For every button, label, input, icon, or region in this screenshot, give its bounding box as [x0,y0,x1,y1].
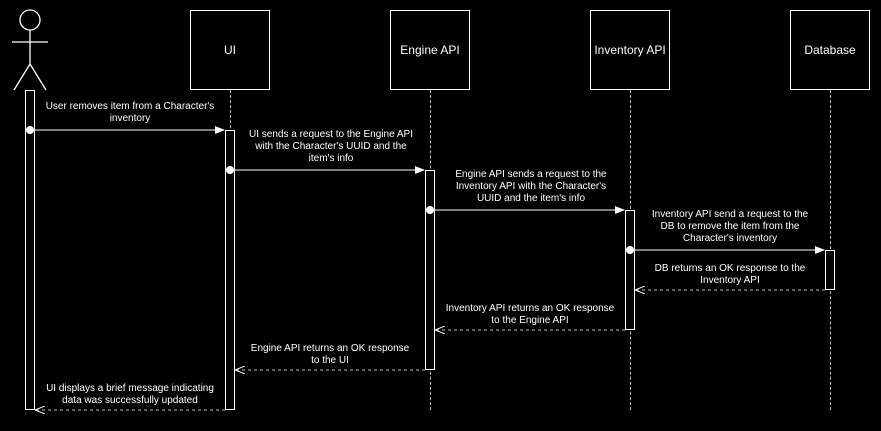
participant-ui-label: UI [224,43,236,57]
arrow-m2 [226,166,425,174]
activation-engine-api [425,170,435,370]
participant-engine-api: Engine API [390,10,470,90]
activation-ui [225,130,235,410]
participant-engine-api-label: Engine API [400,43,460,57]
arrow-m4 [626,246,825,254]
participant-database-label: Database [804,43,856,57]
participant-inventory-api-label: Inventory API [594,43,666,57]
activation-actor [25,90,35,410]
participant-database: Database [790,10,870,90]
arrow-m1 [26,126,225,134]
participant-ui: UI [190,10,270,90]
arrow-m3 [426,206,625,214]
activation-database [825,250,835,290]
activation-inventory-api [625,210,635,330]
actor-icon [12,9,48,91]
participant-inventory-api: Inventory API [590,10,670,90]
